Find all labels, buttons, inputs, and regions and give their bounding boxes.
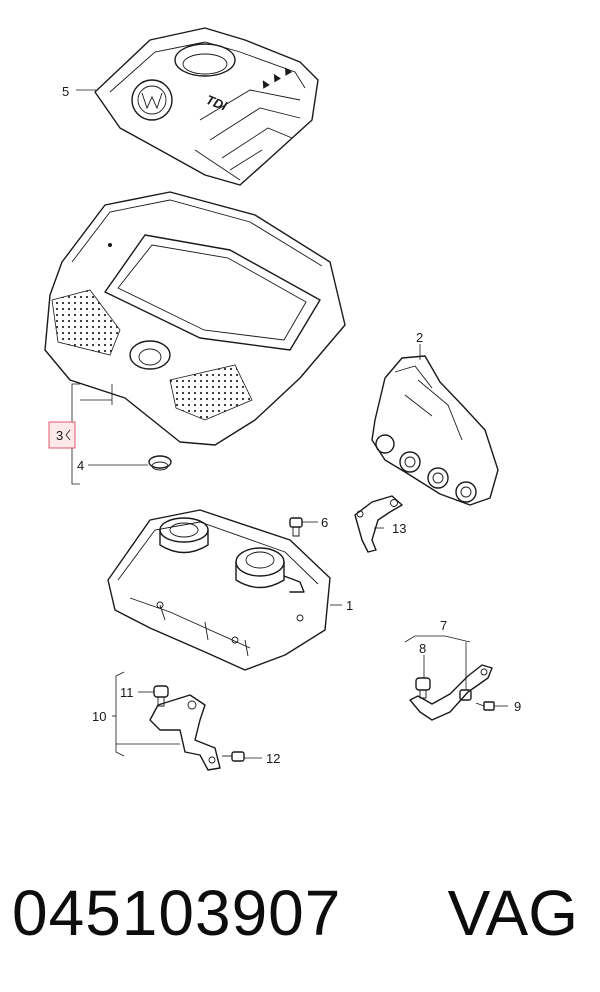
intake-manifold [371, 355, 499, 506]
engine-cover-upper [94, 27, 319, 186]
callout-9: 9 [514, 699, 521, 714]
callout-4: 4 [77, 458, 84, 473]
engine-cover-lower [44, 191, 346, 446]
callout-10: 10 [92, 709, 106, 724]
callout-5: 5 [62, 84, 69, 99]
callout-3-highlight [48, 421, 76, 449]
callout-7: 7 [440, 618, 447, 633]
bracket-assembly-10 [149, 685, 245, 771]
brand-name: VAG [447, 877, 578, 949]
screw-6 [289, 517, 303, 537]
rubber-grommet [148, 455, 172, 471]
cylinder-head-cover [107, 509, 331, 671]
callout-3-pointer [65, 429, 71, 441]
bracket-assembly-7 [409, 664, 495, 721]
callout-13: 13 [392, 521, 406, 536]
cover-logo-text: TDI [204, 92, 229, 114]
callout-8: 8 [419, 641, 426, 656]
leader-lines [71, 89, 508, 759]
callout-12: 12 [266, 751, 280, 766]
footer: 045103907 VAG [0, 868, 600, 978]
callout-1: 1 [346, 598, 353, 613]
parts-diagram: TDI ▲▲▲ [44, 27, 521, 771]
callout-6: 6 [321, 515, 328, 530]
callout-3: 3 [56, 428, 63, 443]
callout-2: 2 [416, 330, 423, 345]
part-number: 045103907 [12, 877, 342, 949]
bracket-13 [354, 495, 403, 553]
callout-11: 11 [120, 685, 134, 700]
